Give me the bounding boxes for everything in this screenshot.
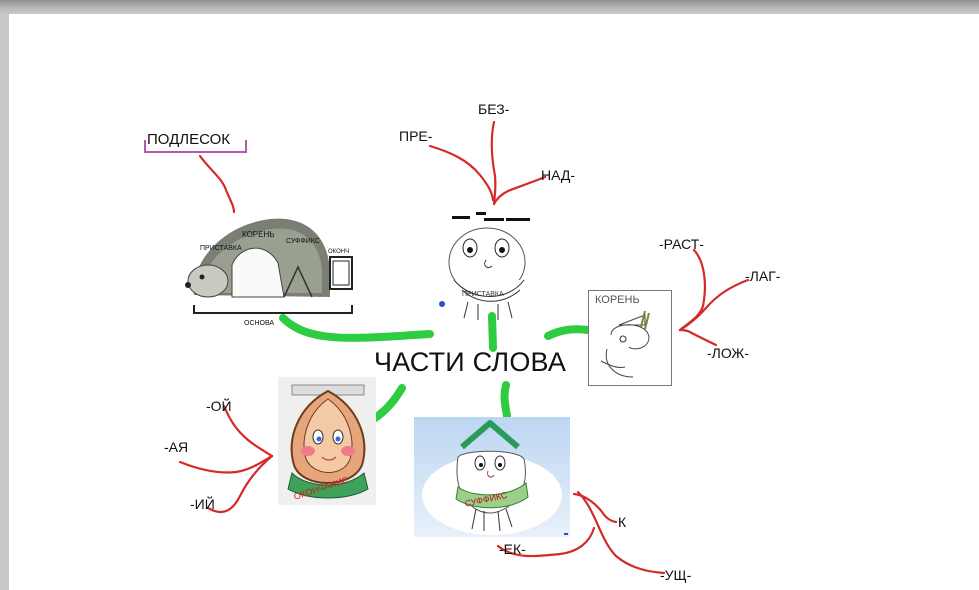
branch-ushch bbox=[576, 490, 666, 575]
connector-root bbox=[544, 325, 592, 340]
branch-oy bbox=[222, 404, 274, 458]
branch-lag bbox=[678, 278, 750, 332]
suffix-character-picture: СУФФИКС bbox=[414, 417, 570, 537]
ending-oy-label: -ОЙ bbox=[206, 398, 232, 414]
root-lag-label: -ЛАГ- bbox=[745, 268, 781, 284]
prefix-character-picture: ПРИСТАВКА bbox=[432, 210, 544, 322]
connector-prefix bbox=[488, 312, 497, 352]
prefix-bez-label: БЕЗ- bbox=[478, 101, 510, 117]
hedgehog-stem-text: ОСНОВА bbox=[244, 320, 274, 327]
example-word-label: ПОДЛЕСОК bbox=[147, 131, 231, 148]
branch-bez bbox=[490, 120, 497, 205]
prefix-nad-label: НАД- bbox=[541, 167, 576, 183]
suffix-k-label: К bbox=[618, 514, 627, 530]
connector-ending bbox=[368, 384, 406, 424]
branch-lozh bbox=[678, 328, 718, 347]
branch-aya bbox=[178, 454, 274, 474]
root-character-picture: КОРЕНЬ bbox=[588, 290, 672, 386]
branch-pre bbox=[428, 144, 495, 202]
hedgehog-ending-text: ОКОНЧ bbox=[328, 249, 349, 255]
prefix-figure-text: ПРИСТАВКА bbox=[462, 291, 504, 298]
root-figure-text: КОРЕНЬ bbox=[595, 294, 640, 306]
connector-hedgehog bbox=[279, 314, 434, 342]
branch-ek bbox=[496, 526, 596, 558]
suffix-ek-label: -ЕК- bbox=[499, 541, 526, 557]
center-title: ЧАСТИ СЛОВА bbox=[374, 347, 567, 377]
branch-rast bbox=[678, 248, 706, 332]
ending-aya-label: -АЯ bbox=[164, 439, 189, 455]
branch-nad bbox=[492, 175, 547, 206]
hedgehog-suffix-text: СУФФИКС bbox=[286, 238, 320, 245]
hedgehog-prefix-text: ПРИСТАВКА bbox=[200, 245, 242, 252]
branch-iy bbox=[206, 454, 274, 514]
branch-podlesok bbox=[198, 154, 236, 214]
root-lozh-label: -ЛОЖ- bbox=[707, 345, 750, 361]
suffix-ushch-label: -УЩ- bbox=[660, 567, 692, 583]
root-rast-label: -РАСТ- bbox=[659, 236, 704, 252]
hedgehog-root-text: КОРЕНЬ bbox=[242, 230, 275, 239]
ending-character-picture: ОКОНЧАНИЕ bbox=[278, 377, 376, 505]
connector-suffix bbox=[500, 381, 511, 420]
hedgehog-picture: ПРИСТАВКА КОРЕНЬ СУФФИКС ОКОНЧ ОСНОВА bbox=[180, 205, 360, 330]
word-bracket bbox=[144, 140, 247, 153]
ending-iy-label: -ИЙ bbox=[190, 496, 215, 512]
prefix-pre-label: ПРЕ- bbox=[399, 128, 433, 144]
